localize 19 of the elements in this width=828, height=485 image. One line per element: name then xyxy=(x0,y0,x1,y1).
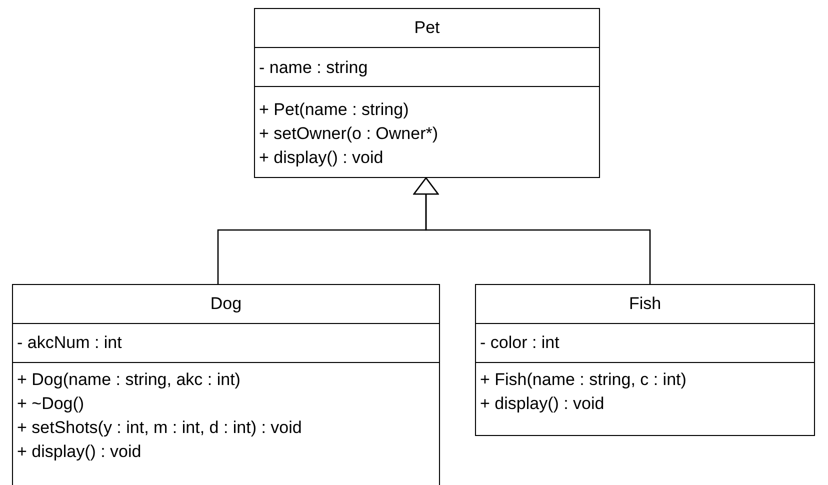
operation-text: + setShots(y : int, m : int, d : int) : void xyxy=(17,418,302,437)
class-name: Pet xyxy=(414,18,440,37)
operation-text: + setOwner(o : Owner*) xyxy=(259,124,438,143)
operation-text: + Dog(name : string, akc : int) xyxy=(17,370,240,389)
attribute-text: - name : string xyxy=(259,58,368,77)
class-name: Fish xyxy=(628,294,662,313)
attribute-text: - akcNum : int xyxy=(17,333,122,352)
class-box xyxy=(12,284,440,485)
class-name: Dog xyxy=(210,294,242,313)
generalization-arrow xyxy=(413,177,651,284)
class-box xyxy=(254,8,600,178)
operation-text: + display() : void xyxy=(259,148,384,167)
class-box xyxy=(475,284,815,436)
operation-text: + display() : void xyxy=(480,394,604,413)
operation-text: + Fish(name : string, c : int) xyxy=(480,370,686,389)
operation-text: + ~Dog() xyxy=(17,394,84,413)
operation-text: + display() : void xyxy=(17,442,142,461)
operation-text: + Pet(name : string) xyxy=(259,100,409,119)
attribute-text: - color : int xyxy=(480,333,560,352)
